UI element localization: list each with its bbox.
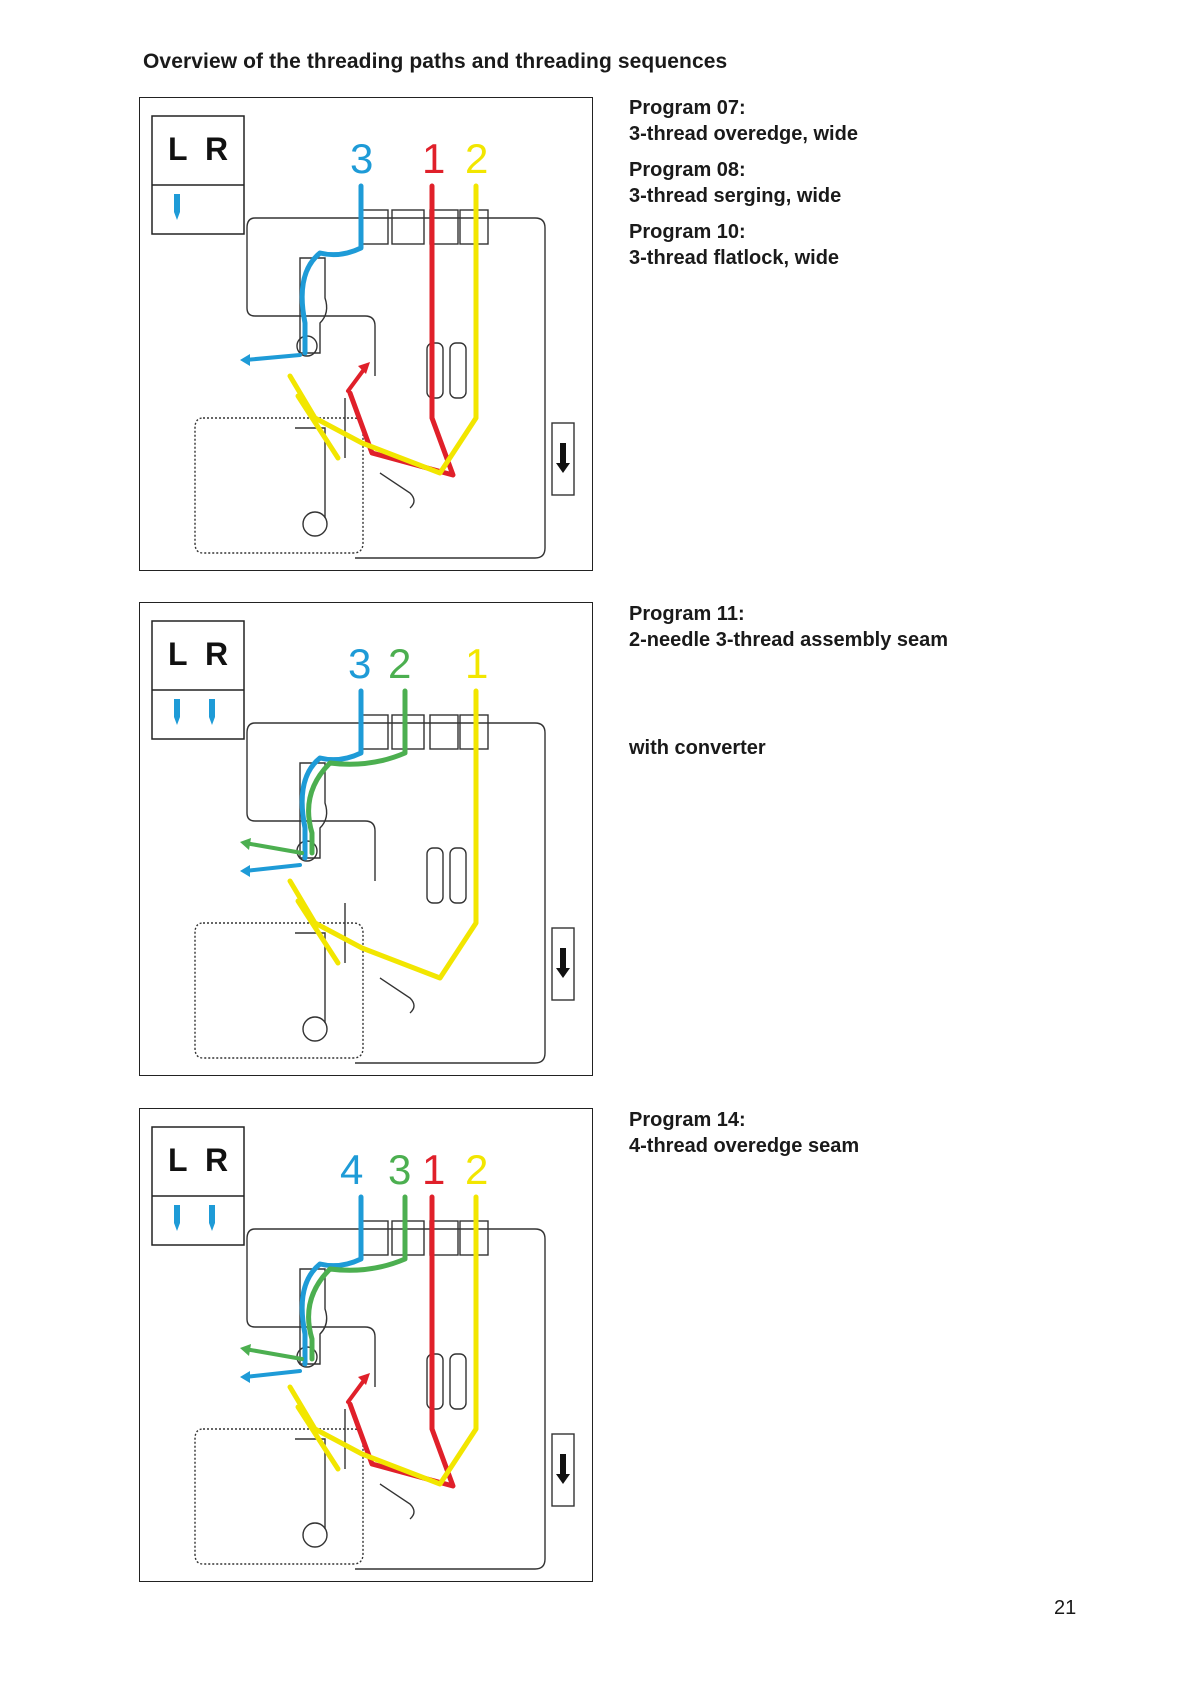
- legend-right-label: R: [205, 131, 228, 167]
- program-title: Program 11:: [629, 601, 948, 627]
- page-number: 21: [1054, 1597, 1076, 1620]
- program-description-group-2: Program 11: 2-needle 3-thread assembly s…: [629, 601, 948, 663]
- thread-paths: [245, 186, 476, 475]
- threading-diagram-svg: L R: [140, 98, 594, 572]
- program-description: 4-thread overedge seam: [629, 1133, 859, 1159]
- page-heading: Overview of the threading paths and thre…: [143, 50, 727, 74]
- program-description: 2-needle 3-thread assembly seam: [629, 627, 948, 653]
- thread-number-label: 2: [465, 1146, 488, 1193]
- needle-right-icon: [209, 699, 215, 725]
- thread-number-label: 4: [340, 1146, 363, 1193]
- program-title: Program 08:: [629, 157, 858, 183]
- legend-left-label: L: [168, 636, 188, 672]
- threading-diagram-svg: L R: [140, 1109, 594, 1583]
- program-description-group-3: Program 14: 4-thread overedge seam: [629, 1107, 859, 1169]
- thread-number-label: 3: [388, 1146, 411, 1193]
- serger-machine-outline: [195, 1221, 574, 1569]
- needle-left-icon: [174, 699, 180, 725]
- program-title: Program 14:: [629, 1107, 859, 1133]
- threading-diagram-program-11: L R: [139, 602, 593, 1076]
- thread-number-label: 1: [422, 1146, 445, 1193]
- program-description: 3-thread flatlock, wide: [629, 245, 858, 271]
- program-title: Program 07:: [629, 95, 858, 121]
- thread-number-label: 2: [388, 640, 411, 687]
- thread-number-label: 1: [422, 135, 445, 182]
- thread-number-label: 3: [348, 640, 371, 687]
- legend-right-label: R: [205, 1142, 228, 1178]
- thread-number-label: 1: [465, 640, 488, 687]
- legend-left-label: L: [168, 131, 188, 167]
- thread-number-label: 3: [350, 135, 373, 182]
- down-arrow-icon: [556, 443, 570, 473]
- thread-paths: [245, 1197, 476, 1486]
- legend-right-label: R: [205, 636, 228, 672]
- program-title: Program 10:: [629, 219, 858, 245]
- threading-diagram-program-14: L R: [139, 1108, 593, 1582]
- thread-paths: [245, 691, 476, 978]
- converter-note: with converter: [629, 735, 766, 761]
- serger-machine-outline: [195, 210, 574, 558]
- program-description: 3-thread serging, wide: [629, 183, 858, 209]
- threading-diagram-program-07-08-10: L R: [139, 97, 593, 571]
- program-description-group-1: Program 07: 3-thread overedge, wide Prog…: [629, 95, 858, 281]
- threading-diagram-svg: L R: [140, 603, 594, 1077]
- legend-left-label: L: [168, 1142, 188, 1178]
- needle-left-icon: [174, 194, 180, 220]
- needle-right-icon: [209, 1205, 215, 1231]
- down-arrow-icon: [556, 1454, 570, 1484]
- thread-number-label: 2: [465, 135, 488, 182]
- serger-machine-outline: [195, 715, 574, 1063]
- needle-left-icon: [174, 1205, 180, 1231]
- program-description: 3-thread overedge, wide: [629, 121, 858, 147]
- down-arrow-icon: [556, 948, 570, 978]
